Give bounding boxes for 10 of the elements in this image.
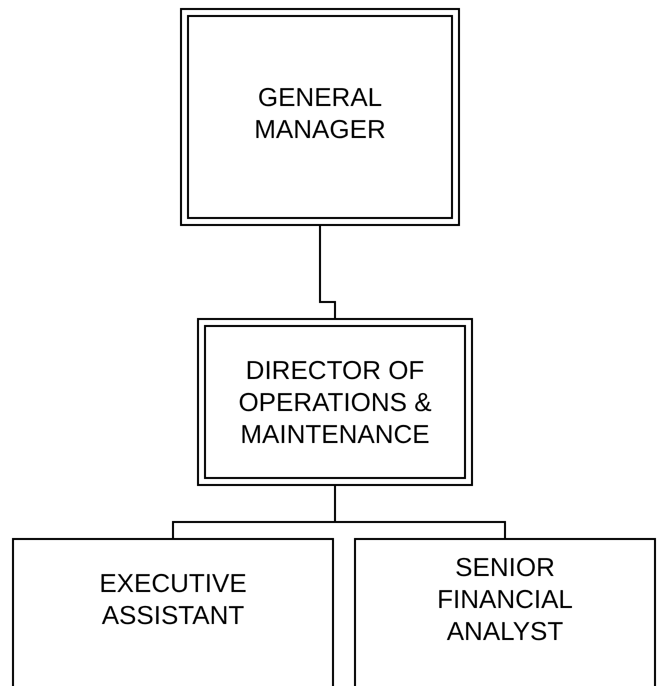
position-box [12,538,334,686]
position-title: EXECUTIVE ASSISTANT [98,567,248,631]
position-box [354,538,656,686]
position-title: GENERAL MANAGER [253,81,387,145]
position-box [180,8,460,226]
position-box [197,318,473,486]
connector-line [319,226,336,318]
position-title: SENIOR FINANCIAL ANALYST [436,551,574,647]
connector-line [334,486,506,538]
position-title: DIRECTOR OF OPERATIONS & MAINTENANCE [237,354,433,450]
